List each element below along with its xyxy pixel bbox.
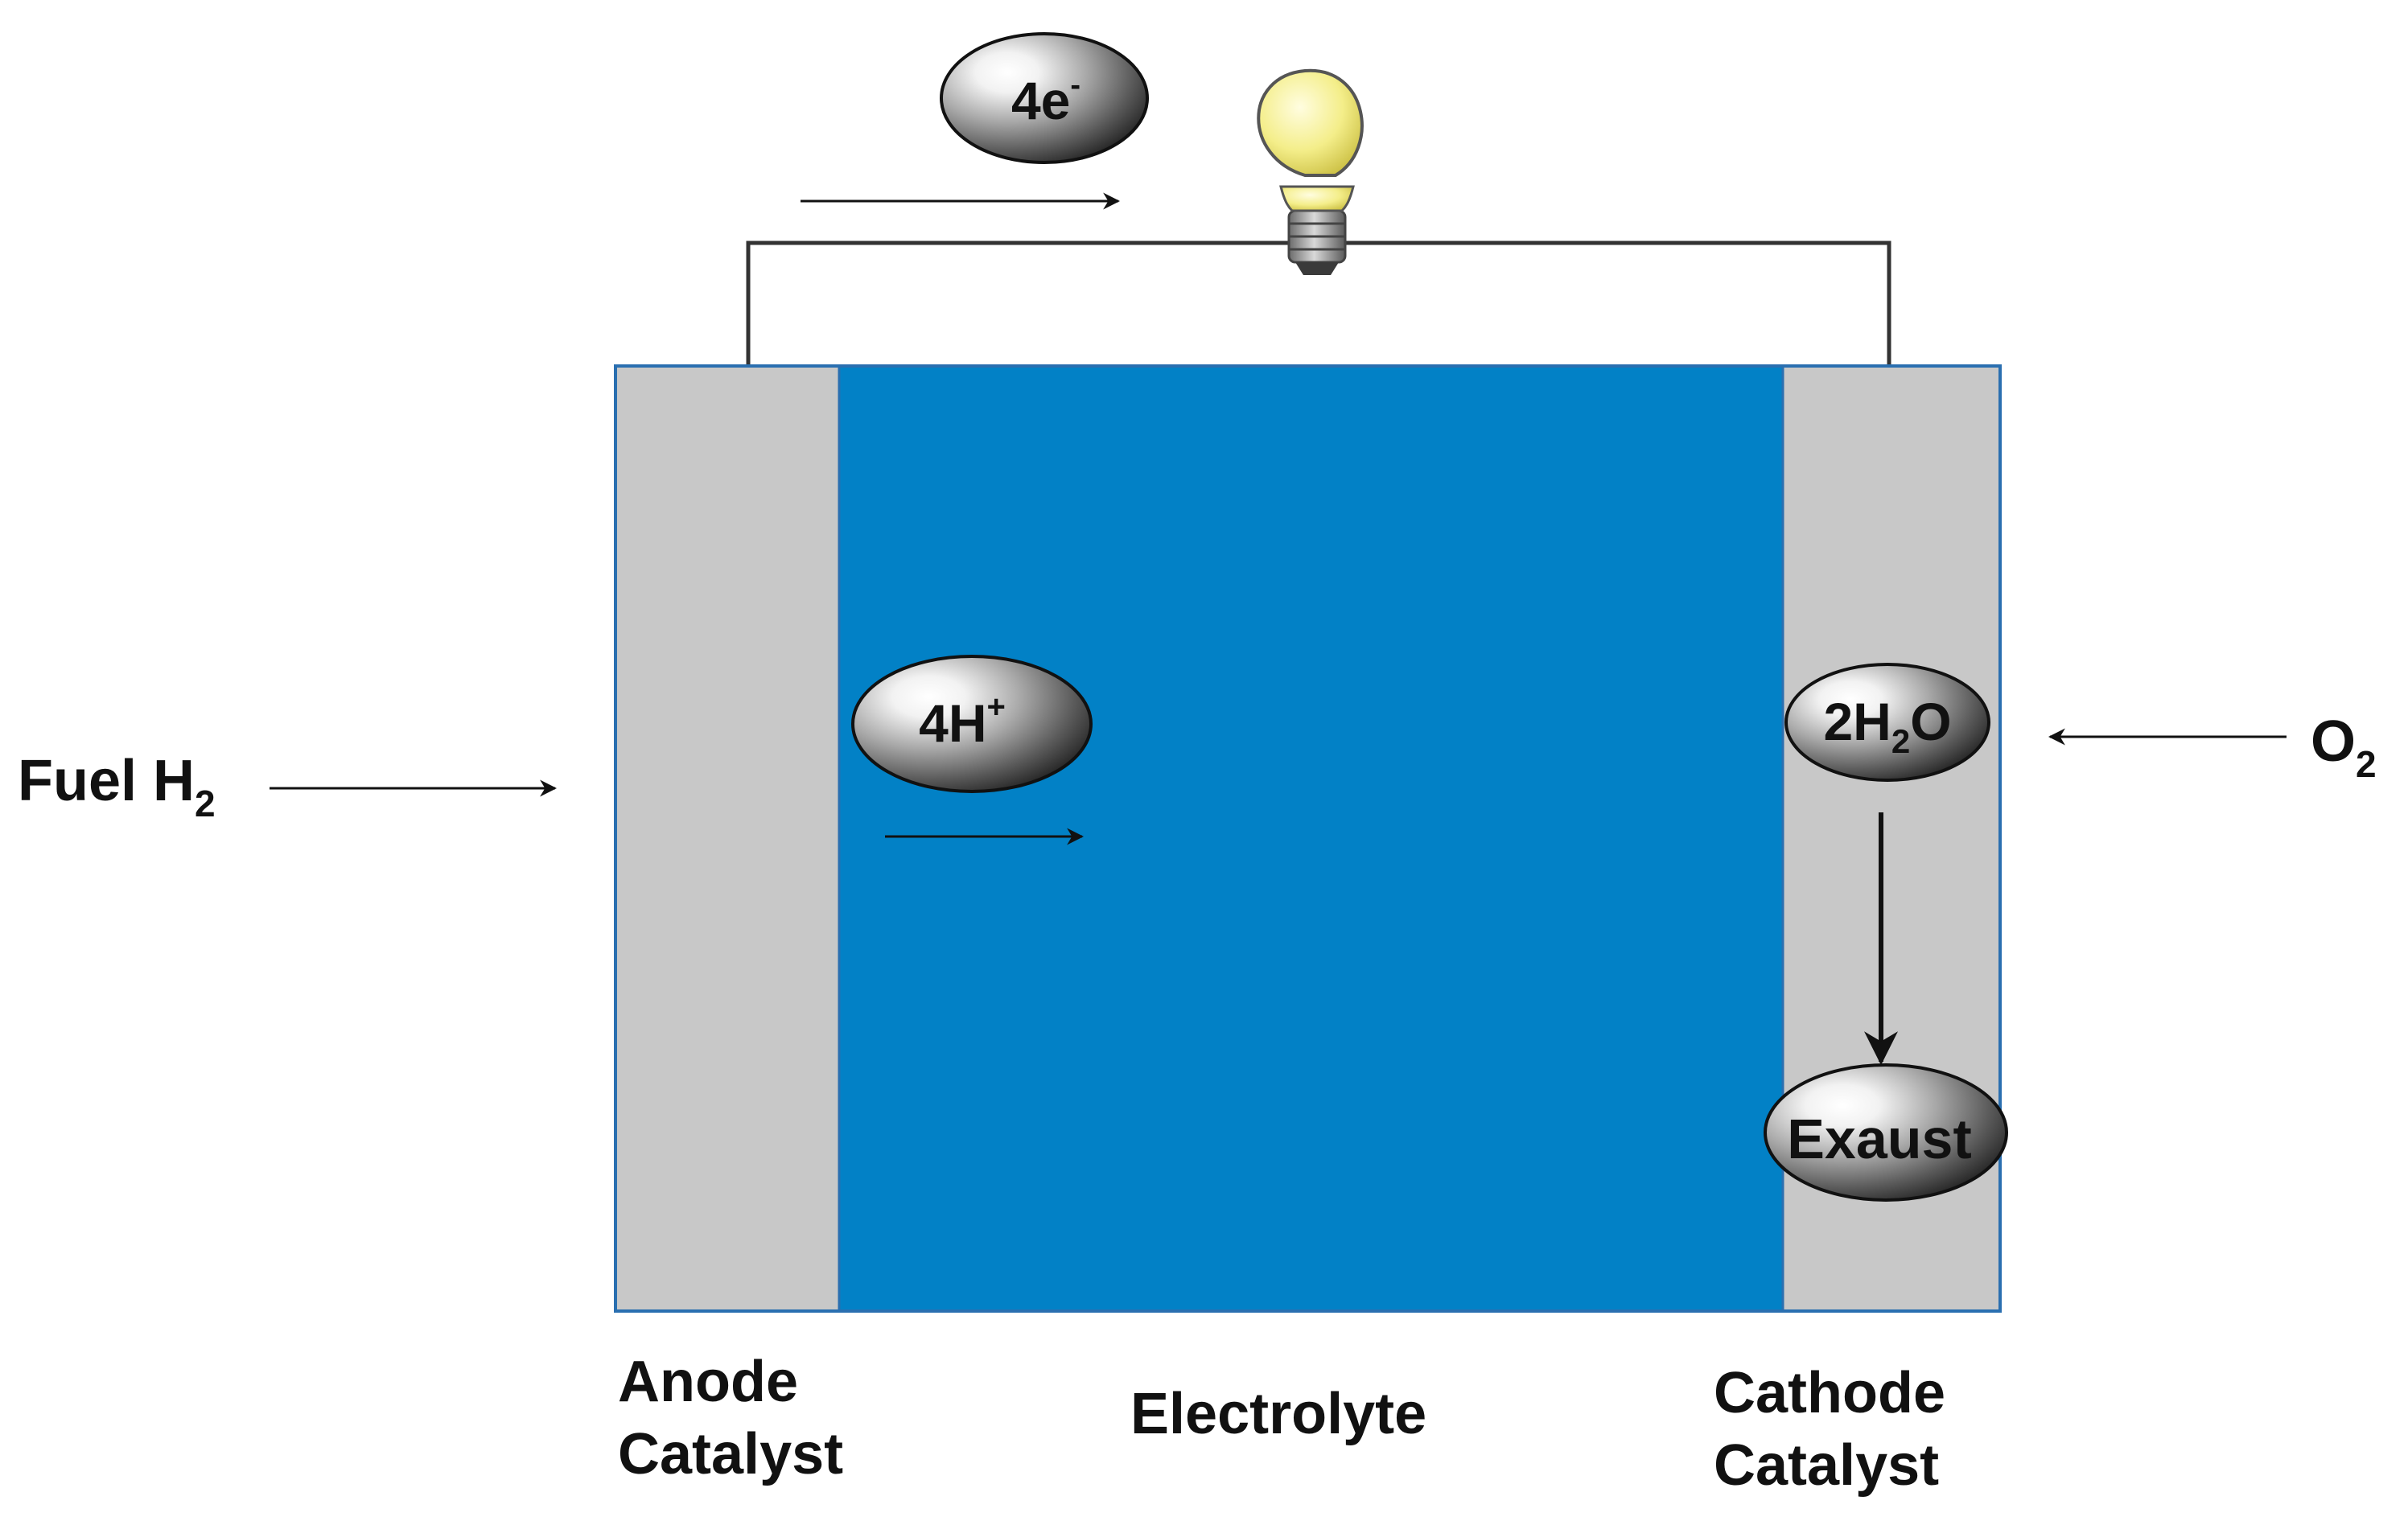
water-label-suffix: O — [1910, 692, 1951, 751]
anode-label-line2: Catalyst — [618, 1422, 843, 1486]
fuel-label: Fuel H2 — [18, 749, 216, 824]
electron-particle: 4e- — [940, 32, 1149, 164]
cathode-label-line2: Catalyst — [1714, 1433, 1939, 1498]
electrolyte-layer — [839, 366, 1783, 1311]
proton-particle: 4H+ — [851, 655, 1093, 793]
exhaust-label: Exaust — [1787, 1108, 1972, 1170]
electron-label: 4e — [1011, 71, 1070, 130]
fuel-label-text: Fuel H — [18, 749, 195, 813]
cathode-label-line1: Cathode — [1714, 1361, 1945, 1425]
svg-text:4e-: 4e- — [1011, 68, 1081, 130]
oxygen-label-text: O — [2311, 709, 2356, 774]
anode-catalyst-layer — [615, 366, 839, 1311]
water-particle: 2H2O — [1784, 663, 1990, 782]
oxygen-label-sub: 2 — [2356, 743, 2377, 785]
anode-label-line1: Anode — [618, 1350, 798, 1414]
electrolyte-label: Electrolyte — [1130, 1382, 1426, 1446]
exhaust-particle: Exaust — [1764, 1063, 2008, 1202]
fuel-cell — [614, 364, 2002, 1313]
light-bulb-icon — [1257, 68, 1364, 275]
proton-label: 4H — [919, 693, 986, 753]
water-label-sub: 2 — [1891, 722, 1910, 760]
electron-charge: - — [1070, 68, 1081, 102]
water-label-prefix: 2H — [1823, 692, 1891, 751]
oxygen-label: O2 — [2311, 709, 2377, 785]
proton-charge: + — [987, 689, 1006, 725]
fuel-label-sub: 2 — [195, 783, 216, 824]
svg-text:2H2O: 2H2O — [1823, 692, 1951, 760]
cell-border — [614, 364, 2002, 1313]
svg-text:4H+: 4H+ — [919, 689, 1006, 753]
